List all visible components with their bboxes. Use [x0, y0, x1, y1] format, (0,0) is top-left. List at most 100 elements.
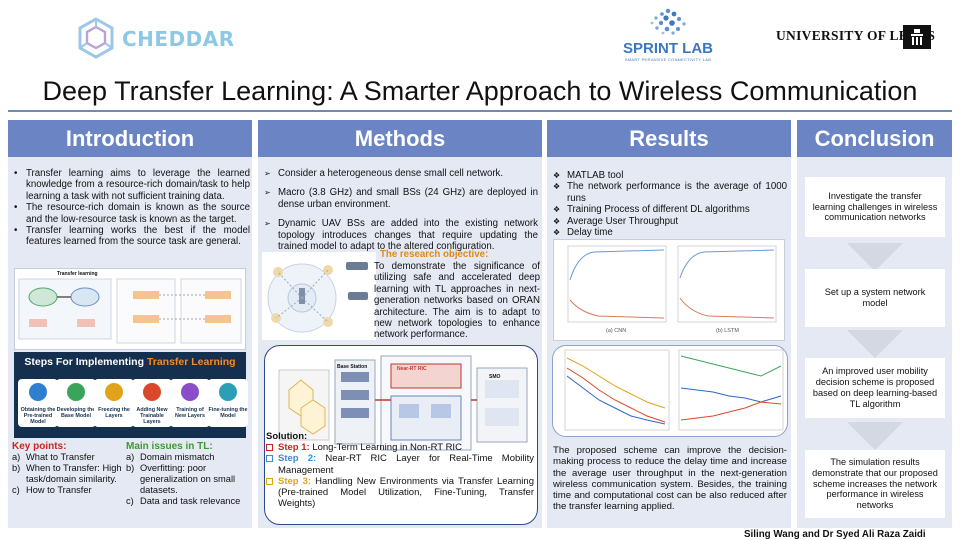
- title-divider: [8, 110, 952, 112]
- list-marker: c): [126, 496, 134, 506]
- step-card: Adding New Trainable Layers: [132, 379, 172, 427]
- list-item: Training Process of different DL algorit…: [553, 204, 787, 216]
- list-item: Delay time: [553, 227, 787, 239]
- fig-caption-lstm: (b) LSTM: [716, 328, 739, 334]
- figure-label: Transfer learning: [57, 271, 98, 277]
- base-station-label: Base Station: [337, 364, 368, 370]
- checkbox-icon: [266, 455, 273, 463]
- step-icon: [219, 383, 237, 401]
- sprint-lab-logo-text: SPRINT LAB: [623, 40, 713, 57]
- list-marker: a): [12, 452, 21, 462]
- throughput-delay-figure: [552, 345, 788, 437]
- step-label: Adding New Trainable Layers: [136, 407, 168, 425]
- results-heading: Results: [547, 120, 791, 157]
- key-points-title: Key points:: [12, 441, 67, 452]
- methods-heading: Methods: [258, 120, 542, 157]
- list-item: b)Overfitting: poor generalization on sm…: [126, 463, 250, 496]
- cheddar-logo: CHEDDAR: [72, 14, 252, 64]
- key-points-section: Key points: a) What to Transfer b)When to…: [12, 441, 124, 496]
- results-bullets: MATLAB tool The network performance is t…: [553, 170, 787, 239]
- list-item: Macro (3.8 GHz) and small BSs (24 GHz) a…: [264, 187, 538, 210]
- authors: Siling Wang and Dr Syed Ali Raza Zaidi: [744, 529, 926, 540]
- list-text: How to Transfer: [26, 485, 92, 495]
- conclusion-box-3: An improved user mobility decision schem…: [805, 358, 945, 418]
- transfer-learning-figure: Transfer learning: [14, 268, 246, 350]
- list-item: Average User Throughput: [553, 216, 787, 228]
- down-arrow-icon: [847, 330, 903, 358]
- conclusion-box-1: Investigate the transfer learning challe…: [805, 177, 945, 237]
- step-card: Freezing the Layers: [94, 379, 134, 427]
- step-icon: [105, 383, 123, 401]
- step-label: Developing the Base Model: [56, 407, 96, 419]
- list-marker: c): [12, 485, 20, 495]
- list-text: Data and task relevance: [140, 496, 241, 506]
- results-paragraph: The proposed scheme can improve the deci…: [553, 445, 787, 513]
- transfer-learning-diagram-icon: [18, 278, 242, 344]
- network-topology-figure: [262, 252, 376, 340]
- conclusion-box-2: Set up a system network model: [805, 269, 945, 327]
- oran-architecture-diagram-icon: [278, 355, 528, 451]
- university-of-leeds-logo: UNIVERSITY OF LEEDS: [776, 28, 936, 43]
- solution-step-1: Step 1: Long-Term Learning in Non-RT RIC: [266, 442, 534, 453]
- results-panel: Results MATLAB tool The network performa…: [547, 120, 791, 528]
- list-text: Overfitting: poor generalization on smal…: [140, 463, 236, 495]
- network-topology-icon: [267, 262, 368, 333]
- step-label: Training of New Layers: [175, 407, 205, 419]
- training-process-figure: (a) CNN (b) LSTM: [553, 239, 785, 341]
- list-item: b)When to Transfer: High task/domain sim…: [12, 463, 124, 485]
- fig-caption-cnn: (a) CNN: [606, 328, 627, 334]
- list-text: What to Transfer: [26, 452, 95, 462]
- step-icon: [67, 383, 85, 401]
- list-item: Transfer learning aims to leverage the l…: [12, 168, 250, 202]
- down-arrow-icon: [847, 422, 903, 450]
- list-item: Dynamic UAV BSs are added into the exist…: [264, 218, 538, 252]
- list-item: c) Data and task relevance: [126, 496, 250, 507]
- list-text: Domain mismatch: [140, 452, 215, 462]
- step-icon: [29, 383, 47, 401]
- introduction-panel: Introduction Transfer learning aims to l…: [8, 120, 252, 528]
- key-points-list: a) What to Transfer b)When to Transfer: H…: [12, 452, 124, 496]
- step-label: Freezing the Layers: [98, 407, 130, 419]
- step-card: Training of New Layers: [170, 379, 210, 427]
- step-label: Fine-tuning the Model: [208, 407, 248, 419]
- list-item: c) How to Transfer: [12, 485, 124, 496]
- step-icon: [143, 383, 161, 401]
- objective-title: The research objective:: [380, 249, 489, 260]
- sprint-lab-logo: SPRINT LAB SMART PERVASIVE CONNECTIVITY …: [618, 6, 718, 64]
- list-item: The network performance is the average o…: [553, 181, 787, 204]
- list-item: Transfer learning works the best if the …: [12, 225, 250, 248]
- oran-architecture-box: Base Station Near-RT RIC SMO: [264, 345, 538, 525]
- list-marker: b): [12, 463, 21, 473]
- conclusion-panel: Conclusion Investigate the transfer lear…: [797, 120, 952, 528]
- step-label: Obtaining the Pre-trained Model: [20, 407, 56, 425]
- checkbox-icon: [266, 477, 273, 485]
- conclusion-box-4: The simulation results demonstrate that …: [805, 450, 945, 518]
- steps-title-highlight: Transfer Learning: [146, 356, 236, 368]
- main-issues-list: a)Domain mismatch b)Overfitting: poor ge…: [126, 452, 250, 507]
- steps-title-prefix: Steps For Implementing: [24, 356, 147, 368]
- step-card: Developing the Base Model: [56, 379, 96, 427]
- step-icon: [181, 383, 199, 401]
- leeds-crest-icon: [903, 25, 931, 49]
- step-label: Step 2:: [278, 453, 317, 465]
- throughput-delay-plots-icon: [564, 349, 784, 431]
- list-item: MATLAB tool: [553, 170, 787, 182]
- cheddar-logo-text: CHEDDAR: [122, 27, 235, 51]
- step-card: Obtaining the Pre-trained Model: [18, 379, 58, 427]
- main-issues-title: Main issues in TL:: [126, 441, 213, 452]
- step-text: Near-RT RIC Layer for Real-Time Mobility…: [278, 453, 534, 476]
- step-label: Step 3:: [278, 475, 312, 487]
- list-item: Consider a heterogeneous dense small cel…: [264, 168, 538, 180]
- step-text: Long-Term Learning in Non-RT RIC: [312, 442, 462, 454]
- sprint-lab-logo-subtitle: SMART PERVASIVE CONNECTIVITY LAB: [624, 57, 712, 62]
- step-card: Fine-tuning the Model: [208, 379, 248, 427]
- methods-panel: Methods Consider a heterogeneous dense s…: [258, 120, 542, 528]
- step-label: Step 1:: [278, 442, 310, 454]
- hexagon-logo-icon: [78, 17, 114, 59]
- step-text: Handling New Environments via Transfer L…: [278, 475, 534, 510]
- near-rt-ric-label: Near-RT RIC: [397, 366, 427, 372]
- conclusion-heading: Conclusion: [797, 120, 952, 157]
- introduction-bullets: Transfer learning aims to leverage the l…: [12, 168, 250, 248]
- poster-title: Deep Transfer Learning: A Smarter Approa…: [42, 76, 918, 106]
- steps-title: Steps For Implementing Transfer Learning: [14, 356, 246, 368]
